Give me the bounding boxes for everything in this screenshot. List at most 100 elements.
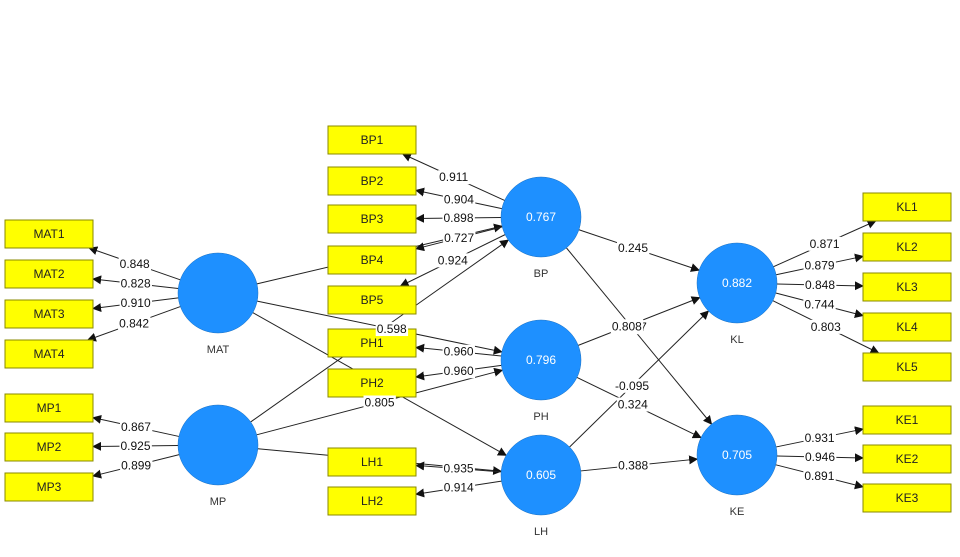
label-background (803, 430, 836, 445)
loading-bp2-text: 0.904 (444, 193, 474, 207)
r-squared-value: 0.882 (722, 276, 752, 290)
indicator-label: MP1 (37, 401, 62, 415)
indicator-box (4, 299, 94, 329)
loading-mat3: 0.910 (119, 296, 152, 311)
label-background (118, 256, 152, 271)
indicator-ph2[interactable]: PH2 (327, 368, 417, 398)
indicator-ke3[interactable]: KE3 (862, 483, 952, 513)
loading-lh2: 0.914 (442, 480, 476, 495)
label-background (363, 395, 396, 410)
indicator-kl5[interactable]: KL5 (862, 352, 952, 382)
indicator-label: KL2 (896, 240, 918, 254)
indicator-bp5[interactable]: BP5 (327, 285, 417, 315)
indicator-box (862, 352, 952, 382)
latent-mp[interactable]: MP (177, 404, 259, 508)
loading-mp1-text: 0.867 (121, 420, 151, 434)
loading-bp1: 0.911 (438, 170, 470, 185)
indicator-mat2[interactable]: MAT2 (4, 259, 94, 289)
indicator-label: BP1 (361, 133, 384, 147)
indicator-mp1[interactable]: MP1 (4, 393, 94, 423)
indicator-label: MAT1 (33, 227, 64, 241)
loading-kl2-text: 0.879 (805, 259, 835, 273)
loading-ke1-text: 0.931 (805, 431, 835, 445)
latent-circle (500, 319, 582, 401)
indicator-ke2[interactable]: KE2 (862, 444, 952, 474)
loading-mat4-text: 0.842 (119, 316, 149, 330)
path-coef-ph-ke-text: 0.324 (618, 397, 648, 411)
path-coef-ph-ke: 0.324 (616, 397, 650, 412)
loading-lh1: 0.935 (442, 461, 475, 476)
indicator-kl4[interactable]: KL4 (862, 312, 952, 342)
latent-name: BP (534, 268, 549, 280)
indicator-ke1[interactable]: KE1 (862, 405, 952, 435)
indicator-mp3[interactable]: MP3 (4, 472, 94, 502)
loading-kl5: 0.803 (809, 319, 843, 334)
latent-name: MP (210, 496, 227, 508)
loading-ph1: 0.960 (442, 344, 475, 359)
loading-ph2-text: 0.960 (444, 364, 474, 378)
latent-name: KE (730, 506, 745, 518)
label-background (803, 277, 837, 292)
loading-mp3-text: 0.899 (121, 458, 151, 472)
latent-circle (500, 176, 582, 258)
label-background (119, 420, 153, 435)
indicator-label: MP3 (37, 480, 62, 494)
indicator-mat3[interactable]: MAT3 (4, 299, 94, 329)
latent-name: KL (730, 334, 743, 346)
indicator-bp4[interactable]: BP4 (327, 245, 417, 275)
indicator-lh1[interactable]: LH1 (327, 447, 417, 477)
indicator-mat4[interactable]: MAT4 (4, 339, 94, 369)
loading-ke3-text: 0.891 (804, 469, 834, 483)
label-background (119, 276, 152, 291)
latent-mat[interactable]: MAT (177, 252, 259, 356)
loading-ph2: 0.960 (442, 364, 476, 379)
indicator-bp3[interactable]: BP3 (327, 204, 417, 234)
loading-mat3-text: 0.910 (121, 296, 151, 310)
loading-kl4-text: 0.744 (804, 297, 834, 311)
path-coef-mat-ph-text: 0.598 (377, 322, 407, 336)
path-coef-ph-kl-text: 0.808 (612, 319, 642, 333)
indicator-label: BP4 (361, 253, 384, 267)
indicator-mp2[interactable]: MP2 (4, 432, 94, 462)
path-coef-ph-kl: 0.808 (610, 319, 644, 334)
indicator-box (327, 486, 417, 516)
path-coef-lh-kl-text: -0.095 (615, 379, 649, 393)
loading-lh1-text: 0.935 (444, 462, 474, 476)
path-coef-bp-kl-text: 0.245 (618, 241, 648, 255)
indicator-label: BP5 (361, 293, 384, 307)
indicator-label: BP3 (361, 212, 384, 226)
indicator-box (327, 245, 417, 275)
indicator-kl3[interactable]: KL3 (862, 272, 952, 302)
loading-kl1: 0.871 (808, 236, 841, 251)
path-coef-lh-ke: 0.388 (617, 458, 650, 473)
indicator-box (327, 285, 417, 315)
label-background (614, 378, 651, 393)
indicator-kl2[interactable]: KL2 (862, 232, 952, 262)
indicator-box (862, 312, 952, 342)
indicator-bp2[interactable]: BP2 (327, 166, 417, 196)
r-squared-value: 0.796 (526, 353, 556, 367)
loading-kl4: 0.744 (803, 297, 836, 312)
latent-circle (500, 434, 582, 516)
loading-lh2-text: 0.914 (444, 481, 474, 495)
indicator-label: LH2 (361, 494, 383, 508)
indicator-bp1[interactable]: BP1 (327, 125, 417, 155)
indicator-label: KL3 (896, 280, 918, 294)
latent-circle (696, 414, 778, 496)
indicator-box (327, 166, 417, 196)
loading-mp2: 0.925 (119, 438, 152, 453)
indicator-kl1[interactable]: KL1 (862, 192, 952, 222)
loading-bp4: 0.727 (443, 230, 476, 245)
latent-name: MAT (207, 344, 230, 356)
indicator-label: PH1 (360, 336, 384, 350)
path-coef-bp-kl: 0.245 (616, 240, 650, 255)
indicator-mat1[interactable]: MAT1 (4, 219, 94, 249)
indicator-lh2[interactable]: LH2 (327, 486, 417, 516)
